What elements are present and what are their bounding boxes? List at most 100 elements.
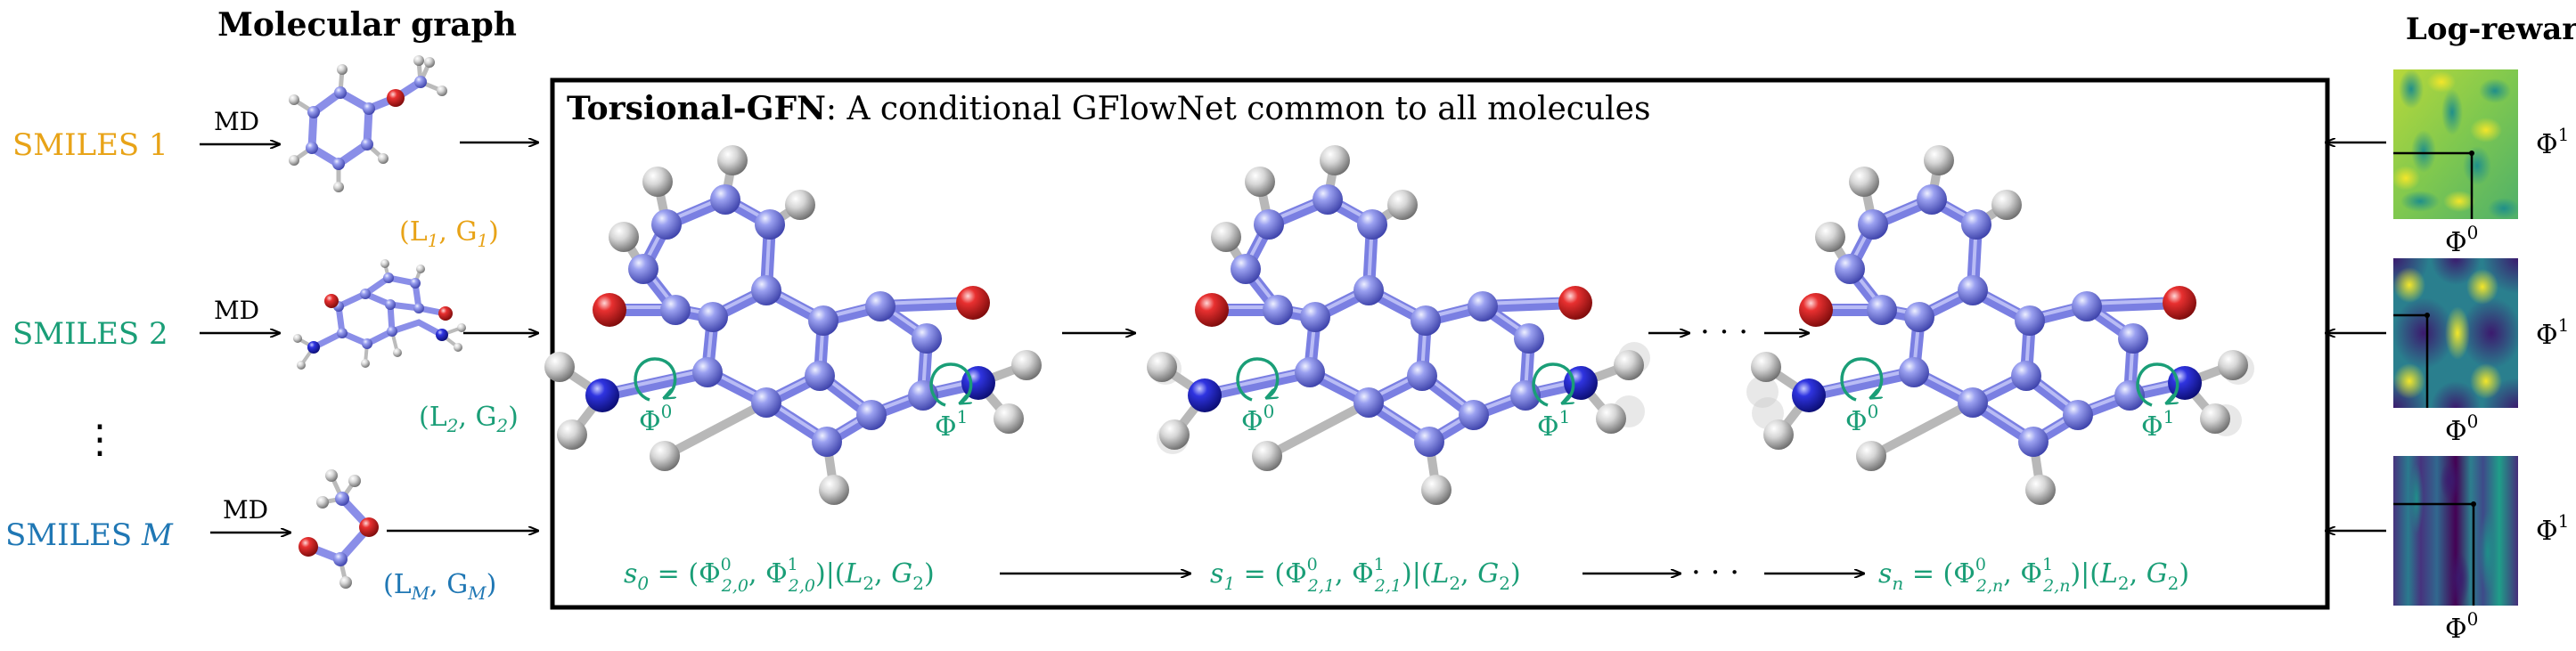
- hydrogen-atom: [557, 419, 587, 450]
- carbon-atom: [1958, 275, 1988, 305]
- hydrogen-atom: [785, 190, 815, 220]
- heatmap-2-phi0-label: Φ0: [2445, 411, 2478, 447]
- header-molecular-graph: Molecular graph: [217, 6, 517, 44]
- bond: [1867, 398, 1977, 460]
- smiles-1-label: SMILES 1: [12, 127, 168, 163]
- carbon-atom: [2118, 323, 2148, 354]
- carbon-atom: [710, 184, 740, 215]
- hydrogen-atom: [1924, 145, 1954, 175]
- carbon-atom: [1353, 387, 1384, 418]
- hydrogen-atom: [1763, 419, 1794, 450]
- carbon-atom: [1353, 275, 1384, 305]
- carbon-atom: [751, 387, 781, 418]
- hydrogen-atom: [1991, 190, 2022, 220]
- carbon-atom: [1263, 295, 1293, 325]
- smiles-m-label: SMILES M: [5, 517, 174, 553]
- carbon-atom: [1231, 254, 1261, 284]
- carbon-atom: [1407, 361, 1437, 391]
- carbon-atom: [1357, 209, 1387, 240]
- carbon-atom: [2015, 305, 2045, 336]
- transition-dots: · · ·: [1700, 314, 1748, 350]
- state-dots: · · ·: [1691, 555, 1739, 590]
- hydrogen-atom: [1147, 352, 1177, 382]
- torsion-label-phi1: Φ1: [2141, 406, 2174, 443]
- nitrogen-atom: [1792, 378, 1826, 412]
- carbon-atom: [1904, 302, 1934, 332]
- torsion-rotation-arrow: [1532, 362, 1575, 407]
- hydrogen-atom: [819, 475, 849, 505]
- carbon-atom: [660, 295, 691, 325]
- nitrogen-atom: [1188, 378, 1222, 412]
- header-log-rewards: Log-rewards: [2406, 12, 2576, 47]
- carbon-atom: [698, 302, 728, 332]
- hydrogen-atom: [642, 167, 673, 197]
- carbon-atom: [1917, 184, 1947, 215]
- hydrogen-atom: [1320, 145, 1350, 175]
- torsion-label-phi1: Φ1: [1537, 406, 1570, 443]
- carbon-atom: [1295, 357, 1325, 387]
- md-label-1: MD: [214, 107, 259, 136]
- heatmap-2-point: [2425, 313, 2430, 318]
- torsion-rotation-arrow: [929, 362, 973, 407]
- hydrogen-atom: [1245, 167, 1275, 197]
- bond-highlight: [601, 368, 709, 395]
- hydrogen-atom: [1751, 352, 1781, 382]
- bond: [1803, 366, 1920, 402]
- carbon-atom: [651, 209, 682, 240]
- hydrogen-atom: [1614, 350, 1644, 380]
- hydrogen-atom: [2218, 350, 2248, 380]
- carbon-atom: [912, 323, 942, 354]
- torsion-rotation-arrow: [634, 357, 677, 402]
- heatmap-m-phi1-label: Φ1: [2536, 510, 2569, 547]
- bond: [660, 398, 771, 460]
- torsion-rotation-arrow: [1840, 357, 1884, 402]
- hydrogen-atom: [994, 403, 1024, 434]
- torsion-rotation-arrow: [1236, 357, 1280, 402]
- carbon-atom: [865, 291, 895, 321]
- carbon-atom: [751, 275, 781, 305]
- carbon-atom: [1899, 357, 1929, 387]
- torsion-label-phi0: Φ0: [1845, 401, 1878, 437]
- carbon-atom: [1254, 209, 1284, 240]
- hydrogen-atom: [2025, 475, 2056, 505]
- ghost-hydrogen: [1746, 376, 1779, 408]
- hydrogen-atom: [1856, 441, 1886, 471]
- bond: [596, 366, 714, 402]
- bond-highlight: [1807, 368, 1916, 395]
- hydrogen-atom: [1011, 350, 1042, 380]
- oxygen-atom: [956, 286, 990, 320]
- carbon-atom: [1313, 184, 1343, 215]
- carbon-atom: [2018, 427, 2049, 457]
- hydrogen-atom: [1211, 222, 1241, 252]
- vertical-ellipsis: ⋮: [80, 417, 119, 462]
- hydrogen-atom: [1252, 441, 1282, 471]
- heatmap-m-phi0-label: Φ0: [2445, 608, 2478, 645]
- md-label-2: MD: [214, 296, 259, 325]
- carbon-atom: [692, 357, 723, 387]
- oxygen-atom: [1558, 286, 1592, 320]
- oxygen-atom: [1195, 293, 1229, 327]
- box-title: Torsional-GFN: A conditional GFlowNet co…: [567, 90, 1650, 127]
- small-molecule-m: [298, 469, 379, 589]
- carbon-atom: [2063, 400, 2093, 430]
- carbon-atom: [1411, 305, 1441, 336]
- lg-pair-2: (L2, G2): [419, 402, 519, 436]
- torsional-gfn-box: [550, 77, 2330, 610]
- carbon-atom: [1459, 400, 1489, 430]
- torsion-rotation-arrow: [2136, 362, 2179, 407]
- carbon-atom: [808, 305, 838, 336]
- carbon-atom: [805, 361, 835, 391]
- log-reward-heatmap-1: [2393, 69, 2518, 219]
- oxygen-atom: [2163, 286, 2196, 320]
- hydrogen-atom: [609, 222, 639, 252]
- carbon-atom: [628, 254, 658, 284]
- log-reward-heatmap-m: [2393, 456, 2518, 606]
- lg-pair-1: (L1, G1): [399, 216, 499, 251]
- hydrogen-atom: [717, 145, 748, 175]
- hydrogen-atom: [1596, 403, 1626, 434]
- small-molecule-1: [289, 55, 447, 192]
- hydrogen-atom: [650, 441, 680, 471]
